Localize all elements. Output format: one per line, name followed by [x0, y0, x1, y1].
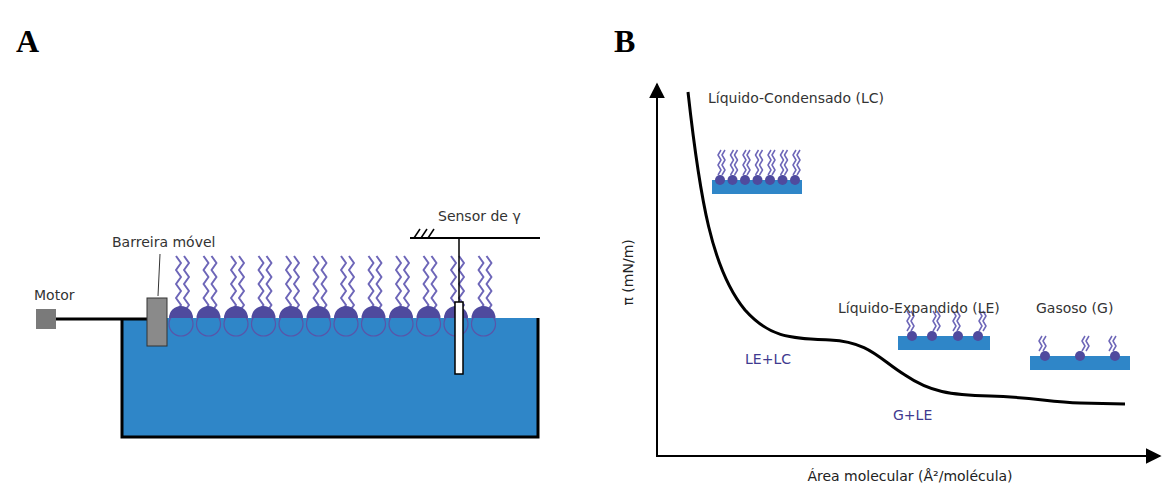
barrier: [147, 298, 167, 346]
phase-label: Líquido-Condensado (LC): [708, 90, 884, 107]
part-label: Sensor de γ: [438, 208, 521, 225]
part-label: Motor: [34, 287, 74, 304]
rod: [56, 318, 147, 321]
leader-line: [158, 254, 160, 296]
sensor-wire: [458, 238, 460, 302]
motor-symbol: [36, 309, 56, 329]
phase-label: Líquido-Expandido (LE): [838, 300, 1000, 317]
axis-title: π (mN/m): [620, 239, 637, 305]
axis-title: Área molecular (Å²/molécula): [807, 468, 1012, 485]
part-label: Barreira móvel: [112, 234, 215, 251]
phase-label: Gasoso (G): [1036, 300, 1113, 317]
phase-region-label: G+LE: [893, 407, 932, 424]
x-axis: [656, 455, 1160, 457]
phase-region-label: LE+LC: [745, 351, 791, 368]
sensor-support: [410, 237, 540, 239]
mini-monolayers: [715, 150, 1120, 361]
panel-letter: A: [16, 22, 39, 60]
y-axis: [656, 84, 658, 456]
panel-letter: B: [614, 22, 635, 60]
monolayer: [169, 256, 496, 336]
wilhelmy-plate: [455, 302, 463, 374]
hatching: [414, 229, 434, 238]
